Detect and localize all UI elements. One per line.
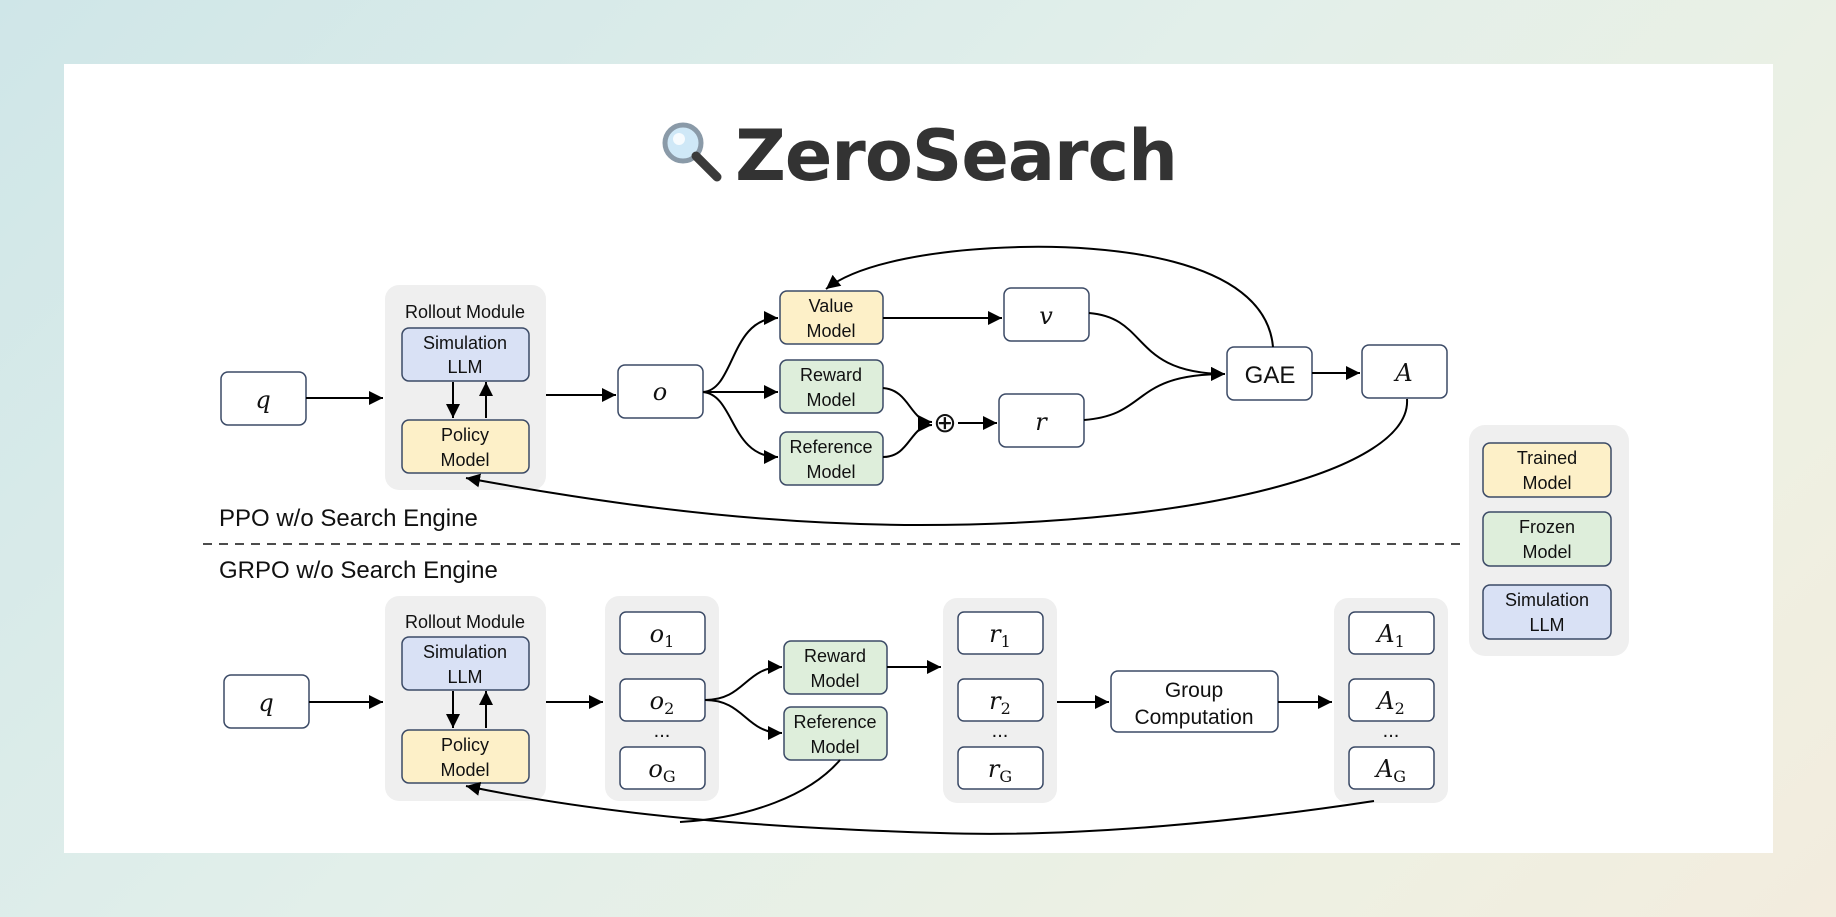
ppo-value-line1: Value — [809, 296, 854, 316]
ppo-plus-symbol: ⊕ — [933, 406, 956, 439]
ppo-v-box — [1003, 287, 1090, 342]
grpo-group-line2: Computation — [1134, 706, 1253, 729]
ppo-reward-line2: Model — [806, 390, 855, 410]
grpo-output-label-1: o1 — [650, 620, 675, 651]
grpo-reward-box-1 — [957, 611, 1044, 655]
legend-simulation-swatch — [1482, 584, 1612, 640]
legend-frozen-line1: Frozen — [1519, 517, 1575, 537]
grpo-advantage-box-2 — [1348, 678, 1435, 722]
ppo-policy-model-box — [401, 419, 530, 474]
ppo-reference-line2: Model — [806, 462, 855, 482]
grpo-advantage-box-1 — [1348, 611, 1435, 655]
legend-frozen-line2: Model — [1522, 542, 1571, 562]
legend-trained-swatch — [1482, 442, 1612, 498]
legend-trained-line1: Trained — [1517, 448, 1577, 468]
legend-simulation-line2: LLM — [1529, 615, 1564, 635]
grpo-q-label: q — [258, 689, 273, 717]
ppo-v-label: v — [1039, 302, 1053, 330]
grpo-rollout-title: Rollout Module — [405, 612, 525, 632]
grpo-reference-line1: Reference — [793, 712, 876, 732]
grpo-arrows — [309, 660, 1375, 835]
magnifying-glass-icon — [659, 119, 725, 202]
grpo-reward-line2: Model — [810, 671, 859, 691]
legend-trained-line2: Model — [1522, 473, 1571, 493]
page-title: ZeroSearch — [0, 115, 1836, 202]
grpo-reward-label-1: r1 — [989, 620, 1011, 651]
ppo-o-label: o — [653, 378, 667, 406]
ppo-rollout-title: Rollout Module — [405, 302, 525, 322]
ppo-r-box — [998, 393, 1085, 448]
grpo-simulation-llm-box — [401, 636, 530, 691]
grpo-advantage-label-1: A1 — [1375, 620, 1405, 651]
grpo-reward-box-3 — [957, 746, 1044, 790]
ppo-policy-line2: Model — [440, 450, 489, 470]
grpo-section: GRPO w/o Search Engine Rollout Module q … — [219, 557, 1448, 835]
title-text: ZeroSearch — [735, 115, 1178, 197]
grpo-advantage-box-3 — [1348, 746, 1435, 790]
grpo-advantage-label-3: AG — [1374, 755, 1406, 786]
ppo-simulation-line2: LLM — [447, 357, 482, 377]
ppo-reward-line1: Reward — [800, 365, 862, 385]
legend-simulation-line1: Simulation — [1505, 590, 1589, 610]
ppo-section: Rollout Module q Simulation LLM Policy M… — [219, 245, 1448, 532]
grpo-reward-line1: Reward — [804, 646, 866, 666]
legend-frozen-swatch — [1482, 511, 1612, 567]
grpo-output-label-2: o2 — [650, 687, 675, 718]
grpo-simulation-line2: LLM — [447, 667, 482, 687]
grpo-output-label-3: oG — [648, 755, 675, 786]
grpo-output-box-1 — [619, 611, 706, 655]
ppo-reward-model-box — [779, 359, 884, 414]
grpo-reward-ellipsis: ... — [992, 720, 1009, 742]
grpo-reward-label-2: r2 — [989, 687, 1011, 718]
ppo-q-label: q — [255, 386, 270, 414]
grpo-output-ellipsis: ... — [654, 720, 671, 742]
grpo-output-box-3 — [619, 746, 706, 790]
legend: Trained Model Frozen Model Simulation LL… — [1469, 425, 1629, 656]
ppo-reference-model-box — [779, 431, 884, 486]
ppo-arrows — [306, 245, 1409, 527]
ppo-section-label: PPO w/o Search Engine — [219, 505, 478, 532]
ppo-gae-label: GAE — [1245, 362, 1296, 389]
ppo-r-label: r — [1035, 408, 1048, 436]
grpo-policy-model-box — [401, 729, 530, 784]
grpo-simulation-line1: Simulation — [423, 642, 507, 662]
grpo-group-line1: Group — [1165, 679, 1223, 702]
ppo-reference-line1: Reference — [789, 437, 872, 457]
grpo-advantage-ellipsis: ... — [1383, 720, 1400, 742]
grpo-reference-line2: Model — [810, 737, 859, 757]
grpo-reward-box-2 — [957, 678, 1044, 722]
ppo-policy-line1: Policy — [441, 425, 489, 445]
ppo-a-label: A — [1393, 359, 1412, 387]
ppo-simulation-line1: Simulation — [423, 333, 507, 353]
grpo-reference-model-box — [783, 706, 888, 761]
ppo-value-line2: Model — [806, 321, 855, 341]
grpo-section-label: GRPO w/o Search Engine — [219, 557, 498, 584]
grpo-reward-label-3: rG — [988, 755, 1012, 786]
ppo-a-box — [1361, 344, 1448, 399]
grpo-advantage-label-2: A2 — [1375, 687, 1405, 718]
ppo-simulation-llm-box — [401, 327, 530, 382]
grpo-policy-line1: Policy — [441, 735, 489, 755]
grpo-policy-line2: Model — [440, 760, 489, 780]
